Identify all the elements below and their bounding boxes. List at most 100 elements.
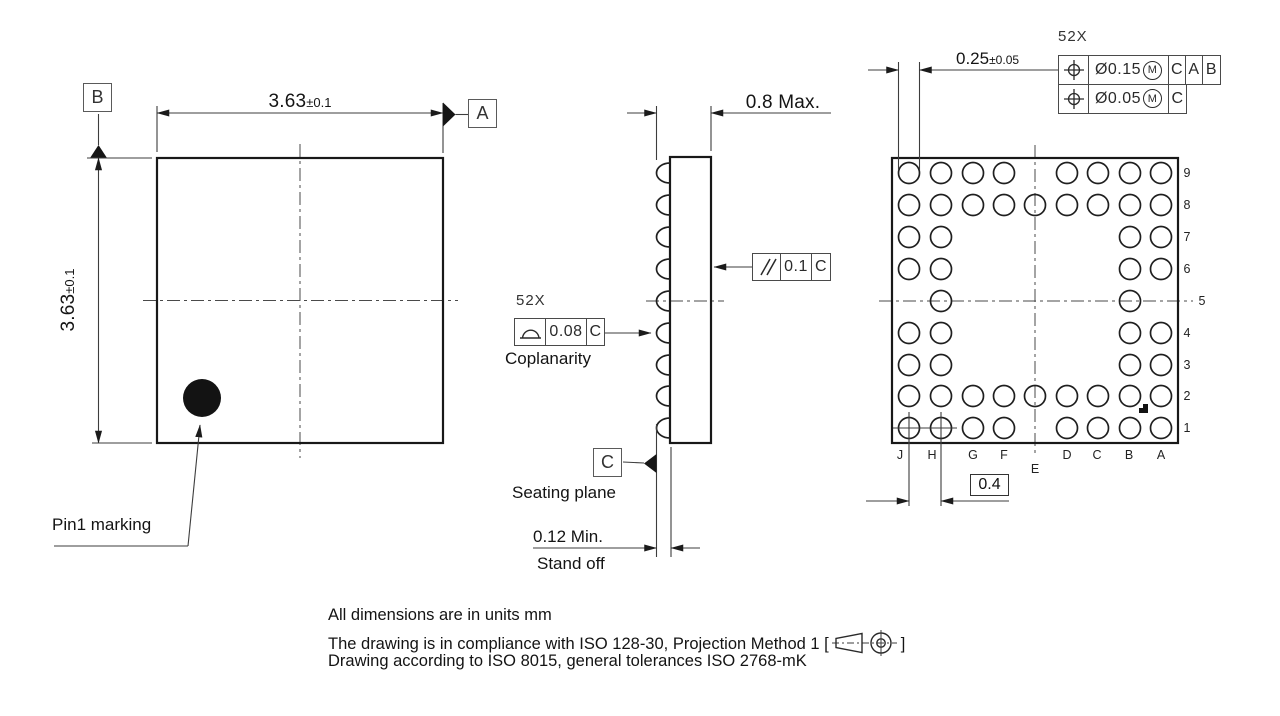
position-tolerance-frame-row1: Ø0.15 M C A B	[1058, 55, 1221, 85]
tol1-datum-c: C	[1169, 56, 1186, 84]
ball-A3	[1149, 353, 1173, 377]
parallelism-datum: C	[814, 258, 828, 275]
datum-a-triangle	[443, 102, 456, 127]
ball-F8	[992, 193, 1016, 217]
note-line-2: The drawing is in compliance with ISO 12…	[328, 629, 905, 660]
ball-A6	[1149, 257, 1173, 281]
tol1-datum-b: B	[1205, 61, 1218, 78]
col-label-F: F	[1000, 448, 1008, 462]
ball-C1	[1086, 416, 1110, 440]
pin1-marking-dot	[183, 379, 221, 417]
ball-C8	[1086, 193, 1110, 217]
ball-D1	[1055, 416, 1079, 440]
pitch-dimension-value: 0.4	[978, 476, 1001, 493]
ball-J6	[897, 257, 921, 281]
col-label-A: A	[1156, 448, 1166, 462]
row-label-1: 1	[1183, 421, 1191, 435]
col-label-D: D	[1062, 448, 1072, 462]
row-label-4: 4	[1183, 326, 1191, 340]
side-ball-1	[655, 162, 671, 184]
ball-C2	[1086, 384, 1110, 408]
ball-B7	[1118, 225, 1142, 249]
package-outline-top-view	[155, 156, 445, 445]
ball-C9	[1086, 161, 1110, 185]
row-label-3: 3	[1183, 358, 1191, 372]
package-outline-bottom-view	[890, 156, 1180, 445]
width-dimension-text: 3.63±0.1	[268, 91, 332, 112]
pitch-dimension-box: 0.4	[970, 474, 1009, 496]
ball-E8	[1023, 193, 1047, 217]
pin1-leader-line	[187, 424, 203, 547]
coplanarity-label: Coplanarity	[505, 349, 591, 368]
ball-G2	[961, 384, 985, 408]
row-label-2: 2	[1183, 389, 1191, 403]
ball-H2	[929, 384, 953, 408]
a1-corner-marker	[1139, 404, 1148, 413]
datum-b-triangle	[90, 145, 107, 158]
row-label-8: 8	[1183, 198, 1191, 212]
ball-J8	[897, 193, 921, 217]
col-label-H: H	[927, 448, 937, 462]
side-view-linework	[533, 106, 831, 557]
row-label-6: 6	[1183, 262, 1191, 276]
position-tolerance-frame-row2: Ø0.05 M C	[1058, 83, 1187, 114]
coplanarity-datum: C	[589, 323, 602, 340]
ball-B4	[1118, 321, 1142, 345]
parallelism-icon	[753, 254, 781, 280]
side-ball-6	[655, 322, 671, 344]
col-label-J: J	[896, 448, 904, 462]
datum-c-triangle	[644, 454, 657, 473]
note-line-1: All dimensions are in units mm	[328, 606, 552, 624]
coplanarity-count-label: 52X	[516, 292, 546, 309]
ball-H3	[929, 353, 953, 377]
ball-B1	[1118, 416, 1142, 440]
position-tol2-value: Ø0.05 M	[1089, 84, 1169, 113]
ball-H8	[929, 193, 953, 217]
note-line-3: Drawing according to ISO 8015, general t…	[328, 652, 807, 670]
ball-H4	[929, 321, 953, 345]
parallelism-value: 0.1	[781, 254, 812, 280]
height-dimension-text: 3.63±0.1	[58, 268, 79, 332]
ball-J2	[897, 384, 921, 408]
ball-D2	[1055, 384, 1079, 408]
ball-A9	[1149, 161, 1173, 185]
datum-c-letter: C	[601, 452, 614, 472]
pin1-marking-label: Pin1 marking	[52, 515, 152, 534]
side-ball-7	[655, 354, 671, 376]
seating-plane-label: Seating plane	[512, 483, 616, 502]
parallelism-frame: 0.1 C	[752, 253, 831, 281]
coplanarity-value: 0.08	[546, 319, 587, 345]
standoff-value-text: 0.12 Min.	[533, 527, 603, 546]
ball-J7	[897, 225, 921, 249]
package-outline-side-view	[668, 155, 713, 445]
ball-G8	[961, 193, 985, 217]
side-ball-9	[655, 417, 671, 439]
side-ball-5	[655, 290, 671, 312]
ball-B3	[1118, 353, 1142, 377]
ball-A4	[1149, 321, 1173, 345]
ball-F2	[992, 384, 1016, 408]
ball-D8	[1055, 193, 1079, 217]
row-label-9: 9	[1183, 166, 1191, 180]
ball-B5	[1118, 289, 1142, 313]
ball-H9	[929, 161, 953, 185]
tol2-datum-c: C	[1171, 89, 1184, 107]
ball-A1	[1149, 416, 1173, 440]
ball-B2	[1118, 384, 1142, 408]
ball-G9	[961, 161, 985, 185]
profile-of-surface-icon	[515, 319, 546, 345]
col-label-E: E	[1030, 462, 1040, 476]
side-ball-4	[655, 258, 671, 280]
ball-G1	[961, 416, 985, 440]
ball-J3	[897, 353, 921, 377]
position-count-label: 52X	[1058, 28, 1088, 45]
first-angle-projection-icon	[831, 630, 897, 656]
top-view-linework	[54, 102, 468, 547]
ball-H6	[929, 257, 953, 281]
ball-J9	[897, 161, 921, 185]
position-icon	[1059, 56, 1089, 84]
thickness-dimension-text: 0.8 Max.	[745, 92, 821, 113]
ball-A7	[1149, 225, 1173, 249]
